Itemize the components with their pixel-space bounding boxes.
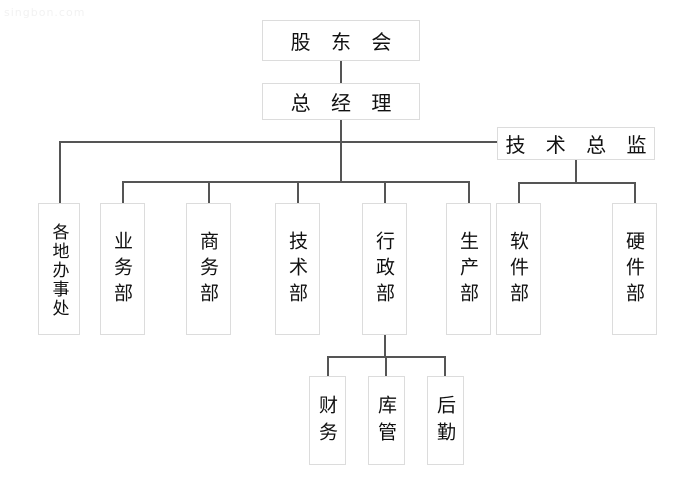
connector-gm-down (340, 120, 342, 142)
connector-to-business-dept (122, 181, 124, 203)
connector-tech-bus (518, 182, 635, 184)
watermark-text: singbon.com (4, 6, 86, 19)
connector-gm-trunk (340, 141, 342, 183)
connector-to-production-dept (468, 181, 470, 203)
connector-to-software-dept (518, 182, 520, 203)
node-commerce-dept[interactable]: 商务部 (186, 203, 231, 335)
node-warehouse[interactable]: 库管 (368, 376, 405, 465)
connector-to-regional-offices (59, 141, 61, 203)
connector-admin-down (384, 335, 386, 357)
connector-to-warehouse (385, 356, 387, 376)
connector-to-hardware-dept (634, 182, 636, 203)
node-finance[interactable]: 财务 (309, 376, 346, 465)
connector-shareholders-to-gm (340, 61, 342, 83)
node-regional-offices[interactable]: 各地办事处 (38, 203, 80, 335)
connector-to-technology-dept (297, 181, 299, 203)
connector-to-finance (327, 356, 329, 376)
connector-to-commerce-dept (208, 181, 210, 203)
node-admin-dept[interactable]: 行政部 (362, 203, 407, 335)
connector-tech-director-down (575, 160, 577, 183)
node-general-manager[interactable]: 总 经 理 (262, 83, 420, 120)
connector-to-logistics (444, 356, 446, 376)
node-technology-dept[interactable]: 技术部 (275, 203, 320, 335)
node-software-dept[interactable]: 软件部 (496, 203, 541, 335)
node-tech-director[interactable]: 技 术 总 监 (497, 127, 655, 160)
node-shareholders[interactable]: 股 东 会 (262, 20, 420, 61)
node-hardware-dept[interactable]: 硬件部 (612, 203, 657, 335)
connector-upper-bus (60, 141, 577, 143)
connector-dept-bus (122, 181, 469, 183)
connector-to-admin-dept (384, 181, 386, 203)
node-production-dept[interactable]: 生产部 (446, 203, 491, 335)
node-logistics[interactable]: 后勤 (427, 376, 464, 465)
node-business-dept[interactable]: 业务部 (100, 203, 145, 335)
